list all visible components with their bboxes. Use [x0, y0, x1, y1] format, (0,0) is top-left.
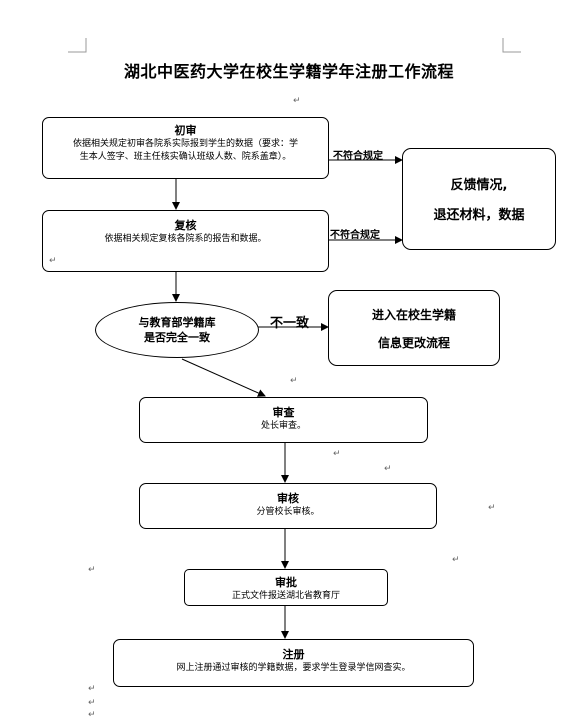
step-fuhe-heading: 复核: [174, 219, 197, 232]
paragraph-mark-icon: ↵: [88, 710, 96, 720]
paragraph-mark-icon: ↵: [452, 555, 460, 565]
step-shenpi-heading: 审批: [275, 576, 297, 589]
decision-compare-line2: 是否完全一致: [144, 331, 210, 344]
paragraph-mark-icon: ↵: [88, 684, 96, 694]
paragraph-mark-icon: ↵: [49, 256, 57, 266]
step-shencha-heading: 审查: [272, 406, 295, 419]
paragraph-mark-icon: ↵: [88, 698, 96, 708]
corner-mark-right: [502, 38, 521, 53]
feedback-line1: 反馈情况,: [450, 178, 508, 193]
step-zhuce-heading: 注册: [282, 648, 305, 661]
step-shenhe-desc: 分管校长审核。: [256, 507, 320, 517]
decision-compare-ellipse: 与教育部学籍库 是否完全一致: [95, 302, 259, 358]
step-chushen-desc-line2: 生本人签字、班主任核实确认班级人数、院系盖章）。: [79, 152, 292, 162]
step-chushen-box: 初审 依据相关规定初审各院系实际报到学生的数据（要求：学 生本人签字、班主任核实…: [42, 117, 329, 179]
step-shencha-desc: 处长审查。: [260, 421, 306, 431]
step-shenhe-box: 审核 分管校长审核。: [139, 483, 437, 529]
step-zhuce-desc: 网上注册通过审核的学籍数据，要求学生登录学信网查实。: [176, 663, 411, 673]
feedback-box: 反馈情况, 退还材料，数据: [402, 148, 556, 250]
step-chushen-desc-line1: 依据相关规定初审各院系实际报到学生的数据（要求：学: [72, 139, 298, 149]
step-zhuce-box: 注册 网上注册通过审核的学籍数据，要求学生登录学信网查实。: [113, 639, 474, 687]
step-fuhe-desc: 依据相关规定复核各院系的报告和数据。: [104, 234, 267, 244]
step-chushen-heading: 初审: [174, 124, 197, 137]
decision-compare-line1: 与教育部学籍库: [138, 316, 216, 329]
step-shenpi-desc: 正式文件报送湖北省教育厅: [231, 591, 340, 601]
paragraph-mark-icon: ↵: [333, 449, 341, 459]
paragraph-mark-icon: ↵: [384, 464, 392, 474]
paragraph-mark-icon: ↵: [88, 565, 96, 575]
change-process-box: 进入在校生学籍 信息更改流程: [328, 290, 500, 366]
label-noncompliant-2: 不符合规定: [330, 230, 380, 241]
label-inconsistent: 不一致: [270, 316, 310, 331]
change-process-line1: 进入在校生学籍: [371, 308, 456, 322]
paragraph-mark-icon: ↵: [290, 376, 298, 386]
document-title: 湖北中医药大学在校生学籍学年注册工作流程: [123, 62, 454, 81]
step-shenhe-heading: 审核: [277, 492, 299, 505]
arrow-compare-to-shencha: [181, 358, 266, 397]
feedback-line2: 退还材料，数据: [433, 208, 525, 223]
paragraph-mark-icon: ↵: [293, 96, 301, 106]
step-shenpi-box: 审批 正式文件报送湖北省教育厅: [184, 569, 388, 606]
change-process-line2: 信息更改流程: [377, 336, 450, 350]
step-fuhe-box: 复核 依据相关规定复核各院系的报告和数据。: [42, 210, 329, 272]
corner-mark-left: [68, 38, 87, 53]
step-shencha-box: 审查 处长审查。: [139, 397, 428, 443]
paragraph-mark-icon: ↵: [488, 503, 496, 513]
label-noncompliant-1: 不符合规定: [333, 151, 383, 162]
